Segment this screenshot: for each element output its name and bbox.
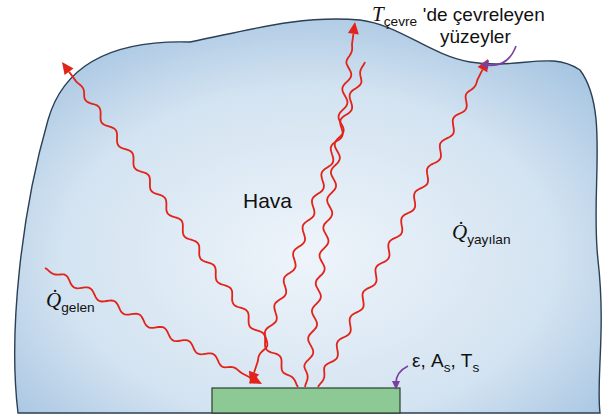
label-text: T	[372, 2, 384, 26]
leader-line	[396, 366, 408, 383]
radiation-ray	[318, 70, 483, 387]
label-text: ε, A	[412, 350, 444, 371]
surface-properties: ε, As, Ts	[412, 350, 479, 376]
leader-arrowhead	[392, 381, 400, 390]
radiation-ray	[304, 34, 353, 387]
subscript-text: yayılan	[467, 232, 510, 247]
leader-line	[486, 46, 516, 65]
label-text: Q̇	[452, 220, 467, 244]
air-label: Hava	[243, 188, 292, 213]
enclosure-outline	[15, 19, 601, 413]
surroundings-label: Tçevre 'de çevreleyen	[372, 2, 545, 30]
radiation-ray	[254, 62, 365, 373]
leader-arrowhead	[480, 60, 489, 69]
emitted-label: Q̇yayılan	[452, 220, 511, 248]
ray-arrowhead	[249, 371, 259, 384]
incident-label: Q̇gelen	[46, 288, 95, 316]
radiation-ray	[69, 72, 298, 387]
label-text: Hava	[243, 189, 292, 212]
surface-plate	[212, 388, 400, 413]
ray-arrowhead	[348, 22, 359, 35]
label-text: 'de çevreleyen	[423, 4, 545, 25]
label-text: yüzeyler	[440, 26, 511, 47]
subscript-text: s	[472, 360, 479, 375]
label-text: , T	[451, 350, 473, 371]
subscript-text: gelen	[61, 300, 94, 315]
ray-arrowhead	[478, 59, 488, 72]
surroundings-label: yüzeyler	[440, 26, 511, 49]
ray-arrowhead	[62, 62, 74, 75]
subscript-text: çevre	[384, 14, 417, 29]
radiation-arrows	[45, 22, 488, 387]
subscript-text: s	[444, 360, 451, 375]
label-text: Q̇	[46, 288, 61, 312]
